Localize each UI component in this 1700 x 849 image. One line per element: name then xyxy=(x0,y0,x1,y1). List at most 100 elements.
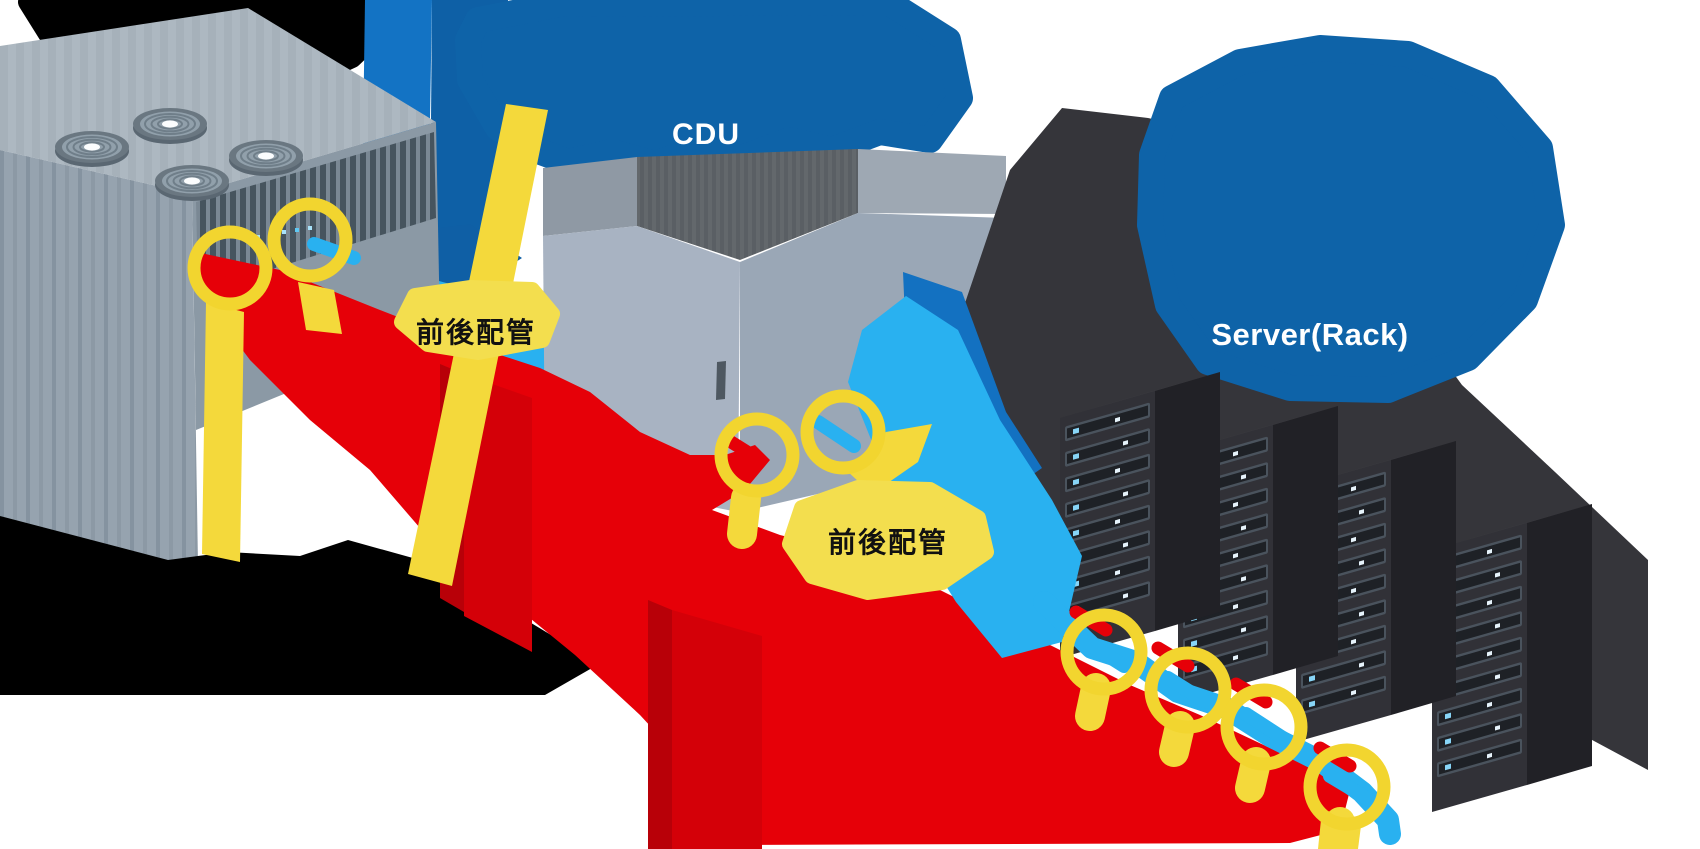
fan-grille-ring xyxy=(166,170,218,192)
highlight-rings xyxy=(187,197,1391,831)
server-led xyxy=(1241,525,1246,531)
server-slot-inner xyxy=(1067,481,1148,516)
server-rack-label: Server(Rack) xyxy=(1211,317,1408,352)
server-led xyxy=(1233,552,1238,559)
fan-hub xyxy=(184,177,200,185)
hot-pipe-column-shade xyxy=(648,600,672,849)
server-slot-inner xyxy=(1067,456,1148,490)
ring-tail xyxy=(727,483,761,549)
server-led xyxy=(1351,638,1356,645)
highlight-ring-cdu-cold xyxy=(800,389,886,475)
hot-stub xyxy=(721,433,767,467)
server-led xyxy=(1115,518,1120,525)
server-led xyxy=(1241,627,1246,633)
server-led xyxy=(1115,569,1120,576)
cold-stub xyxy=(1079,635,1131,673)
rack-top-face xyxy=(1432,504,1592,550)
server-slot-inner xyxy=(1439,562,1520,597)
server-slot-inner xyxy=(1067,558,1148,592)
server-led xyxy=(1359,662,1364,668)
rack-side-face xyxy=(1273,406,1338,675)
hot-pipe-column xyxy=(464,374,532,652)
rack-side-face xyxy=(1155,372,1220,631)
server-led xyxy=(1309,675,1315,682)
server-rack-label-blob: Server(Rack) xyxy=(1137,35,1565,403)
server-led xyxy=(1359,611,1364,617)
floor-shadow xyxy=(0,516,592,695)
server-slot-inner xyxy=(1185,643,1266,677)
rack-side-face xyxy=(1391,441,1456,715)
server-led xyxy=(1351,485,1356,492)
cdu-top-vent-band xyxy=(637,149,858,260)
server-slot-inner xyxy=(1067,532,1148,567)
server-led xyxy=(1241,474,1246,480)
annotation-blob xyxy=(782,480,994,600)
server-led xyxy=(1309,700,1315,708)
server-led xyxy=(1359,509,1364,515)
server-led xyxy=(1233,654,1238,661)
fan-hub xyxy=(162,120,178,128)
ring-tail-wedge xyxy=(846,424,932,494)
server-slot-inner xyxy=(1439,715,1520,750)
server-led xyxy=(1073,529,1079,537)
server-led xyxy=(1359,560,1364,566)
fan-grille-ring xyxy=(246,147,286,165)
annotation-text: 前後配管 xyxy=(828,526,948,558)
fan-grille-ring xyxy=(179,175,205,187)
annotation-blob xyxy=(394,280,560,360)
server-led xyxy=(1351,536,1356,543)
server-slot-inner xyxy=(1439,664,1520,699)
fan-grille-ring xyxy=(240,145,292,167)
highlight-ring-rack-3 xyxy=(1220,683,1308,771)
cdu-top-left-band xyxy=(543,157,637,236)
server-led xyxy=(1495,674,1500,680)
server-slot-inner xyxy=(1067,430,1148,465)
server-led xyxy=(1487,548,1492,555)
chiller-fan xyxy=(55,131,129,167)
server-led xyxy=(1115,416,1120,423)
highlight-ring-rack-2 xyxy=(1144,646,1232,734)
server-slot-inner xyxy=(1185,617,1266,652)
cdu-label: CDU xyxy=(672,118,740,151)
server-slot-inner xyxy=(1439,537,1520,571)
server-led xyxy=(1115,467,1120,474)
server-led xyxy=(1123,440,1128,446)
cdu-top-right-band xyxy=(858,149,1006,214)
piping-annotation-left: 前後配管 xyxy=(394,280,560,360)
server-led xyxy=(1351,587,1356,594)
fan-grille-ring xyxy=(172,172,212,190)
server-led xyxy=(1495,572,1500,578)
server-led xyxy=(1487,701,1492,708)
server-slot-inner xyxy=(1439,588,1520,622)
server-led xyxy=(1123,542,1128,548)
server-led xyxy=(1233,603,1238,610)
server-led xyxy=(1495,623,1500,629)
chiller-led xyxy=(282,230,286,234)
fan-grille-ring xyxy=(157,118,183,130)
fan-grille-ring xyxy=(253,150,279,162)
server-slot-inner xyxy=(1067,405,1148,439)
server-led xyxy=(1487,752,1492,759)
server-slot-inner xyxy=(1303,652,1384,687)
server-slot-inner xyxy=(1185,592,1266,626)
chiller-left-face xyxy=(0,150,198,586)
cold-stub xyxy=(811,415,861,453)
server-slot-inner xyxy=(1067,583,1148,618)
server-slot-inner xyxy=(1439,613,1520,648)
server-led xyxy=(1123,593,1128,599)
piping-annotation-middle: 前後配管 xyxy=(782,480,994,600)
server-racks xyxy=(1060,372,1592,812)
server-led xyxy=(1487,650,1492,657)
cdu-handle xyxy=(716,361,726,400)
rack-side-face xyxy=(1527,504,1592,785)
chiller-fan xyxy=(229,140,303,176)
hot-stub xyxy=(209,257,265,293)
server-led xyxy=(1445,763,1451,771)
server-slot-inner xyxy=(1439,690,1520,724)
server-led xyxy=(1233,450,1238,457)
cold-stub xyxy=(1239,707,1293,747)
server-led xyxy=(1495,725,1500,731)
server-led xyxy=(1123,491,1128,497)
